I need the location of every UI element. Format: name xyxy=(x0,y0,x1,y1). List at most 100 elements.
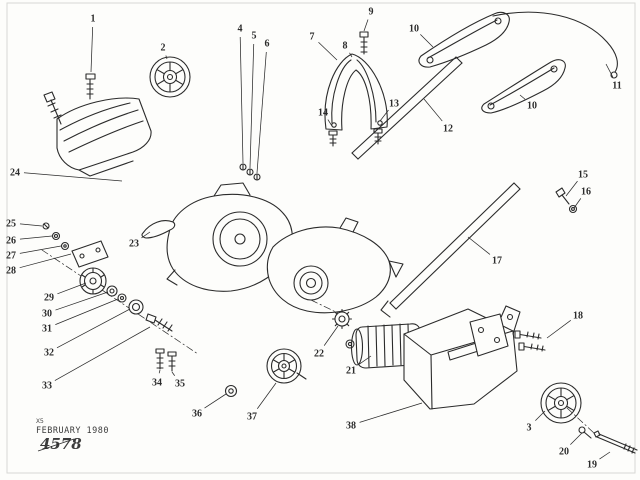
callout-label: 7 xyxy=(310,32,315,43)
pinion-gear xyxy=(331,308,353,330)
footer-code: X5 xyxy=(36,417,44,425)
screw-left xyxy=(43,91,62,125)
gear-housing-right xyxy=(266,217,404,314)
callout-label: 22 xyxy=(314,349,324,360)
callout-label: 35 xyxy=(175,379,185,390)
axle-dash xyxy=(566,407,595,434)
callout-label: 24 xyxy=(10,168,20,179)
callout-leader xyxy=(19,235,53,240)
callout-leader xyxy=(420,34,434,48)
callout-leader xyxy=(256,51,267,174)
callout-leader xyxy=(19,245,62,254)
callouts-layer: 1245678910111213141015161718192021222324… xyxy=(6,7,622,471)
mount-bracket xyxy=(469,313,546,357)
callout-label: 3 xyxy=(527,423,532,434)
callout-label: 27 xyxy=(6,251,16,262)
callout-leader xyxy=(55,298,119,325)
callout-label: 28 xyxy=(6,266,16,277)
callout-leader xyxy=(573,198,582,209)
callout-leader xyxy=(256,382,277,409)
handle-tube-upper xyxy=(351,56,463,160)
scan-frame xyxy=(6,2,636,474)
callout-leader xyxy=(379,109,389,122)
callout-leader xyxy=(158,369,161,374)
callout-leader xyxy=(467,236,491,255)
center-wheel xyxy=(266,348,307,384)
callout-leader xyxy=(358,355,372,366)
axle-rod xyxy=(593,430,638,454)
callout-label: 26 xyxy=(6,236,16,247)
callout-label: 6 xyxy=(265,39,270,50)
spacer xyxy=(224,384,238,398)
callout-label: 33 xyxy=(42,381,52,392)
callout-leader xyxy=(23,172,123,182)
callout-label: 10 xyxy=(409,24,419,35)
front-wheel xyxy=(149,56,191,98)
callout-label: 14 xyxy=(318,108,328,119)
callout-label: 4 xyxy=(238,24,243,35)
callout-label: 38 xyxy=(346,421,356,432)
bolts-34-35 xyxy=(155,348,177,372)
deck-screws xyxy=(239,163,261,181)
callout-label: 16 xyxy=(581,187,591,198)
callout-label: 9 xyxy=(369,7,374,18)
callout-label: 29 xyxy=(44,293,54,304)
callout-leader xyxy=(323,325,339,346)
power-cable xyxy=(492,11,618,79)
bolt-9 xyxy=(359,31,369,55)
callout-leader xyxy=(570,432,583,445)
callout-leader xyxy=(423,98,443,122)
bolt-top-left xyxy=(85,73,96,100)
callout-label: 12 xyxy=(443,124,453,135)
callout-leader xyxy=(141,231,151,239)
callout-leader xyxy=(327,119,333,127)
callout-label: 36 xyxy=(192,409,202,420)
callout-leader xyxy=(204,393,227,409)
callout-leader xyxy=(19,253,72,269)
callout-leader xyxy=(54,326,151,381)
callout-leader xyxy=(171,371,176,376)
callout-label: 5 xyxy=(252,31,257,42)
callout-label: 19 xyxy=(587,460,597,471)
handwritten-strike xyxy=(37,438,75,452)
handle-tube-lower xyxy=(380,182,521,318)
callout-label: 34 xyxy=(152,378,162,389)
callout-label: 37 xyxy=(247,412,257,423)
callout-leader xyxy=(605,63,614,78)
callout-label: 8 xyxy=(343,41,348,52)
lower-handle-half xyxy=(481,59,566,114)
parts-art xyxy=(41,11,638,454)
callout-leader xyxy=(90,26,94,73)
callout-leader xyxy=(249,43,255,169)
callout-leader xyxy=(19,223,43,227)
callout-label: 1 xyxy=(91,14,96,25)
callout-label: 11 xyxy=(612,81,621,92)
callout-label: 2 xyxy=(161,43,166,54)
handle-bracket xyxy=(324,53,388,131)
callout-label: 31 xyxy=(42,324,52,335)
footer-block: X5 FEBRUARY 1980 4578 xyxy=(36,417,109,453)
callout-label: 23 xyxy=(129,239,139,250)
callout-label: 32 xyxy=(44,348,54,359)
callout-label: 13 xyxy=(389,99,399,110)
footer-date: FEBRUARY 1980 xyxy=(36,426,109,436)
callout-leader xyxy=(535,410,546,421)
callout-leader xyxy=(239,36,244,164)
callout-leader xyxy=(318,41,338,61)
upper-handle-half xyxy=(418,11,510,68)
spindle-stack xyxy=(79,267,173,332)
callout-leader xyxy=(359,402,423,423)
motor-axis-dash xyxy=(310,299,341,315)
small-fasteners-left xyxy=(42,222,109,268)
callout-label: 10 xyxy=(527,101,537,112)
callout-leader xyxy=(546,320,571,339)
callout-leader xyxy=(599,451,611,460)
deflector-plate xyxy=(56,97,152,177)
rear-wheel xyxy=(540,382,582,424)
bracket-bolts xyxy=(328,128,383,147)
callout-label: 15 xyxy=(578,170,588,181)
callout-label: 21 xyxy=(346,366,356,377)
callout-label: 30 xyxy=(42,309,52,320)
callout-label: 18 xyxy=(573,311,583,322)
